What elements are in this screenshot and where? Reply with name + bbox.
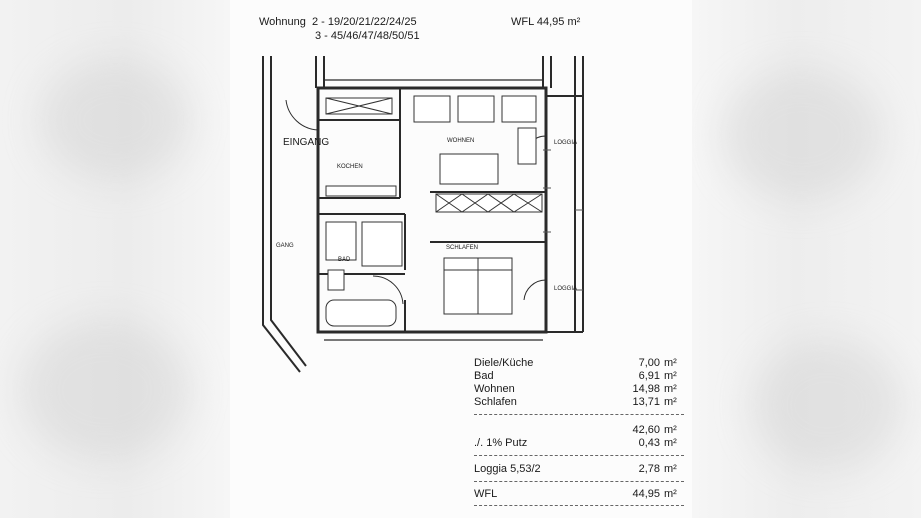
table-divider bbox=[474, 455, 684, 456]
outer-walls bbox=[262, 56, 584, 373]
right-blurred-background bbox=[692, 0, 921, 518]
total-value: 44,95 bbox=[632, 488, 660, 500]
area-row-unit: m² bbox=[664, 383, 677, 395]
area-row-name: Diele/Küche bbox=[474, 357, 534, 369]
subtotal-row: 42,60 m² bbox=[474, 424, 688, 437]
room-label-loggia-bottom: LOGGIA bbox=[554, 286, 577, 292]
area-row-value: 14,98 bbox=[632, 383, 660, 395]
area-row-value: 13,71 bbox=[632, 396, 660, 408]
dimension-lines bbox=[324, 79, 543, 341]
area-row-name: Bad bbox=[474, 370, 494, 382]
room-label-gang: GANG bbox=[276, 243, 294, 249]
loggia-value: 2,78 bbox=[638, 463, 660, 475]
putz-unit: m² bbox=[664, 437, 677, 449]
background-blur bbox=[40, 60, 190, 180]
room-label-bad: BAD bbox=[338, 257, 351, 263]
apartment-numbers-line-2: 3 - 45/46/47/48/50/51 bbox=[315, 30, 420, 42]
table-divider bbox=[474, 414, 684, 415]
area-row: Diele/Küche 7,00 m² bbox=[474, 357, 688, 370]
room-label-kochen: KOCHEN bbox=[337, 164, 363, 170]
background-blur bbox=[752, 340, 902, 470]
putz-row: ./. 1% Putz 0,43 m² bbox=[474, 437, 688, 450]
loggia-label: Loggia 5,53/2 bbox=[474, 463, 541, 475]
room-label-eingang: EINGANG bbox=[283, 137, 329, 148]
area-row-value: 7,00 bbox=[638, 357, 660, 369]
background-blur bbox=[722, 70, 882, 200]
room-label-schlafen: SCHLAFEN bbox=[446, 245, 478, 251]
window-marks bbox=[543, 149, 583, 291]
background-blur bbox=[20, 320, 190, 460]
kitchen-counter bbox=[325, 97, 397, 197]
bed bbox=[443, 257, 513, 315]
putz-value: 0,43 bbox=[638, 437, 660, 449]
bathroom-fixtures bbox=[325, 221, 403, 327]
loggia-unit: m² bbox=[664, 463, 677, 475]
subtotal-value: 42,60 bbox=[632, 424, 660, 436]
total-row: WFL 44,95 m² bbox=[474, 488, 688, 501]
room-label-loggia-top: LOGGIA bbox=[554, 140, 577, 146]
area-row-value: 6,91 bbox=[638, 370, 660, 382]
total-label: WFL bbox=[474, 488, 498, 500]
area-row-unit: m² bbox=[664, 370, 677, 382]
area-row-unit: m² bbox=[664, 396, 677, 408]
loggia-row: Loggia 5,53/2 2,78 m² bbox=[474, 463, 688, 476]
area-row: Wohnen 14,98 m² bbox=[474, 383, 688, 396]
inner-walls bbox=[318, 88, 546, 332]
room-label-wohnen: WOHNEN bbox=[447, 138, 474, 144]
wardrobe bbox=[435, 193, 543, 213]
table-divider bbox=[474, 505, 684, 506]
total-unit: m² bbox=[664, 488, 677, 500]
area-row-name: Schlafen bbox=[474, 396, 517, 408]
area-row: Bad 6,91 m² bbox=[474, 370, 688, 383]
area-row: Schlafen 13,71 m² bbox=[474, 396, 688, 409]
putz-label: ./. 1% Putz bbox=[474, 437, 528, 449]
table-divider bbox=[474, 481, 684, 482]
area-row-name: Wohnen bbox=[474, 383, 515, 395]
living-furniture bbox=[413, 95, 537, 185]
left-blurred-background bbox=[0, 0, 230, 518]
subtotal-unit: m² bbox=[664, 424, 677, 436]
area-row-unit: m² bbox=[664, 357, 677, 369]
apartment-numbers-line-1: Wohnung 2 - 19/20/21/22/24/25 bbox=[259, 16, 417, 28]
living-area-total-header: WFL 44,95 m² bbox=[511, 16, 581, 28]
